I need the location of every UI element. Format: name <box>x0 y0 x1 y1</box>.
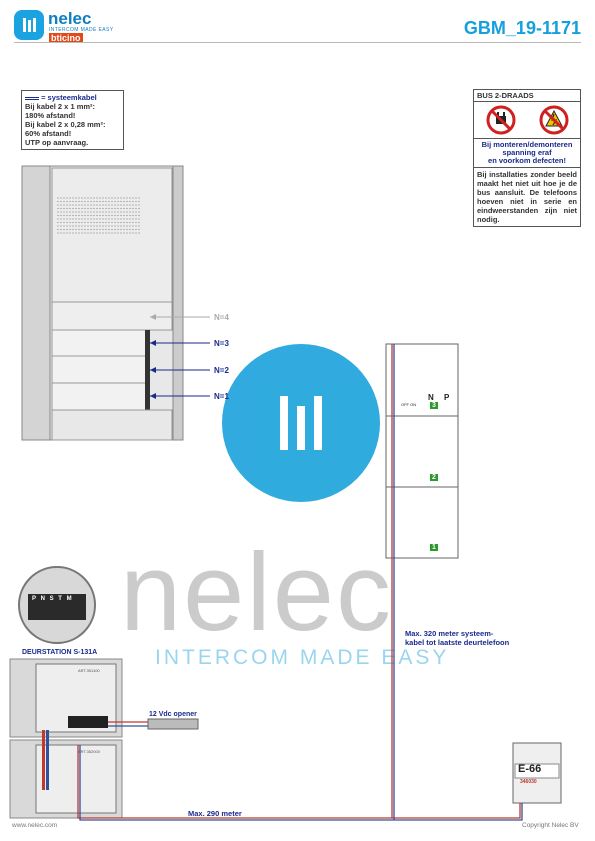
panel-label-n2: N=2 <box>214 366 229 375</box>
cable-note-line: 60% afstand! <box>25 129 72 138</box>
panel-label-n4: N=4 <box>214 313 229 322</box>
module-code: ART.352000 <box>78 749 100 754</box>
module-code: ART.351100 <box>78 668 100 673</box>
power-supply-model: E-66 <box>518 763 542 775</box>
phone-number: 3 <box>430 402 438 409</box>
door-opener <box>147 718 199 730</box>
station-label: DEURSTATION S-131A <box>22 649 98 656</box>
cable-note-line: Bij kabel 2 x 1 mm²: <box>25 102 96 111</box>
footer-website: www.nelec.com <box>12 822 58 829</box>
phone-switch-label: OFF ON <box>401 402 417 407</box>
door-phones <box>385 343 459 559</box>
logo-name: nelec <box>48 9 92 28</box>
system-cable-icon <box>25 96 39 100</box>
terminal-labels: P N S T M <box>32 596 72 602</box>
bus-title: BUS 2-DRAADS <box>474 90 580 102</box>
terminal-label: T <box>58 596 62 602</box>
no-plug-icon <box>486 105 515 135</box>
phone-p-label: P <box>444 393 450 402</box>
header-divider <box>14 42 581 43</box>
max-cable-distance: Max. 290 meter <box>188 809 242 818</box>
terminal-label: P <box>32 596 36 602</box>
phone-n-label: N <box>428 393 434 402</box>
cable-note: = systeemkabel Bij kabel 2 x 1 mm²: 180%… <box>21 90 124 150</box>
bus-info-box: BUS 2-DRAADS Bij monteren/demonteren spa… <box>473 89 581 227</box>
panel-label-n3: N=3 <box>214 339 229 348</box>
max-phone-line: Max. 320 meter systeem- <box>405 629 494 638</box>
bus-warning: Bij monteren/demonteren spanning eraf en… <box>474 139 580 168</box>
bus-text: Bij installaties zonder beeld maakt het … <box>477 170 577 224</box>
bus-warning-line: spanning eraf <box>502 148 552 157</box>
watermark-circle <box>222 344 380 502</box>
terminal-label: S <box>49 596 54 602</box>
watermark-word: nelec <box>120 531 393 654</box>
cable-note-title: = systeemkabel <box>41 93 97 102</box>
power-supply <box>512 742 562 804</box>
terminal-label: N <box>40 596 45 602</box>
no-voltage-icon <box>539 105 568 135</box>
power-supply-code: 346030 <box>520 779 537 785</box>
watermark-tagline: INTERCOM MADE EASY <box>155 646 450 669</box>
logo-tagline: INTERCOM MADE EASY <box>49 27 114 33</box>
bus-warning-line: Bij monteren/demonteren <box>481 140 573 149</box>
logo-brand: bticino <box>49 33 83 43</box>
cable-note-line: 180% afstand! <box>25 111 76 120</box>
phone-number: 2 <box>430 474 438 481</box>
document-id: GBM_19-1171 <box>463 18 581 38</box>
door-panel: /* placeholder */ <box>21 165 184 441</box>
panel-label-n1: N=1 <box>214 392 229 401</box>
door-station-modules <box>9 658 123 819</box>
opener-label: 12 Vdc opener <box>149 711 197 718</box>
max-phone-line: kabel tot laatste deurtelefoon <box>405 638 510 647</box>
system-cable <box>77 344 523 821</box>
cable-note-line: UTP op aanvraag. <box>25 138 89 147</box>
nelec-logo-icon <box>14 10 44 40</box>
phone-number: 1 <box>430 544 438 551</box>
bus-warning-line: en voorkom defecten! <box>488 156 566 165</box>
footer-copyright: Copyright Nelec BV <box>522 822 579 829</box>
speaker-grille: /* placeholder */ <box>57 197 140 234</box>
terminal-detail <box>18 566 96 644</box>
cable-note-line: Bij kabel 2 x 0,28 mm²: <box>25 120 106 129</box>
terminal-label: M <box>66 596 72 602</box>
max-phone-distance: Max. 320 meter systeem- kabel tot laatst… <box>405 629 509 647</box>
